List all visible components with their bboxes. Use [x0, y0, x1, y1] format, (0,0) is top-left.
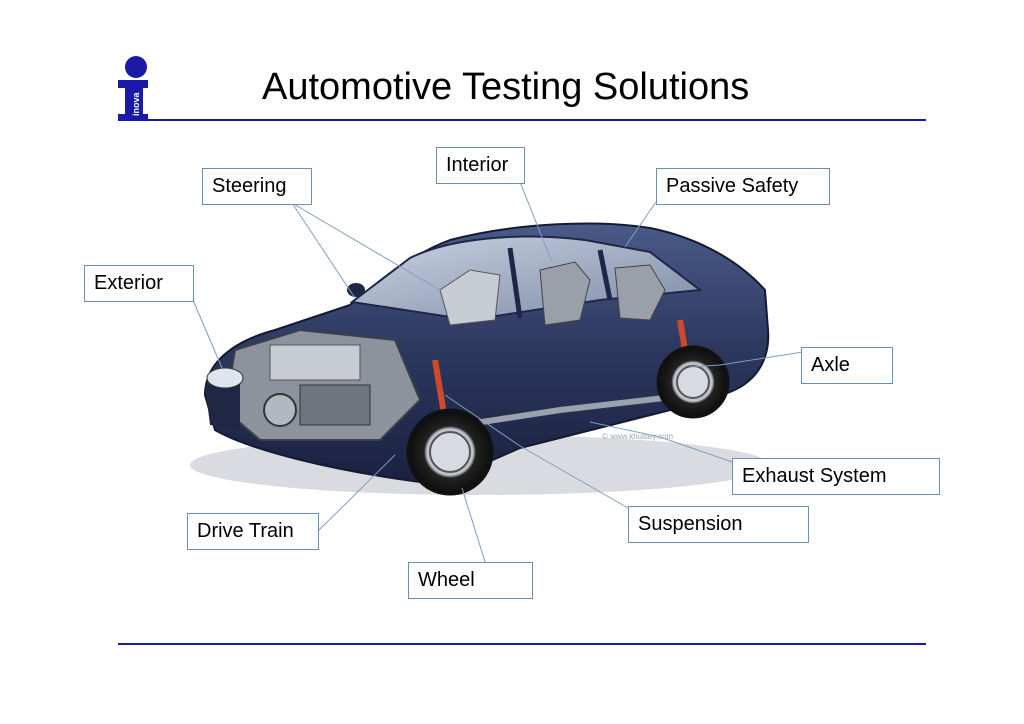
- footer-rule: [118, 643, 926, 645]
- leader-interior: [519, 181, 553, 263]
- leader-exhaust-system: [589, 421, 736, 464]
- leader-steering-1: [291, 202, 356, 299]
- callout-suspension: Suspension: [628, 506, 809, 543]
- slide-title: Automotive Testing Solutions: [262, 66, 750, 108]
- callout-passive-safety: Passive Safety: [656, 168, 830, 205]
- callout-axle: Axle: [801, 347, 893, 384]
- callout-exhaust-system: Exhaust System: [732, 458, 940, 495]
- leader-axle: [689, 351, 804, 368]
- leader-suspension: [444, 394, 629, 509]
- header-rule: [118, 119, 926, 121]
- callout-exterior: Exterior: [84, 265, 194, 302]
- leader-passive-safety: [624, 201, 657, 248]
- leader-steering-2: [291, 202, 441, 291]
- callout-steering: Steering: [202, 168, 312, 205]
- leader-exterior: [192, 299, 223, 369]
- leader-wheel: [461, 487, 487, 566]
- callout-interior: Interior: [436, 147, 525, 184]
- image-credit: © www.khulsey.com: [602, 432, 674, 441]
- callout-wheel: Wheel: [408, 562, 533, 599]
- leader-drive-train: [317, 454, 396, 532]
- callout-drive-train: Drive Train: [187, 513, 319, 550]
- inova-logo: inova: [118, 56, 148, 121]
- svg-text:inova: inova: [131, 91, 141, 116]
